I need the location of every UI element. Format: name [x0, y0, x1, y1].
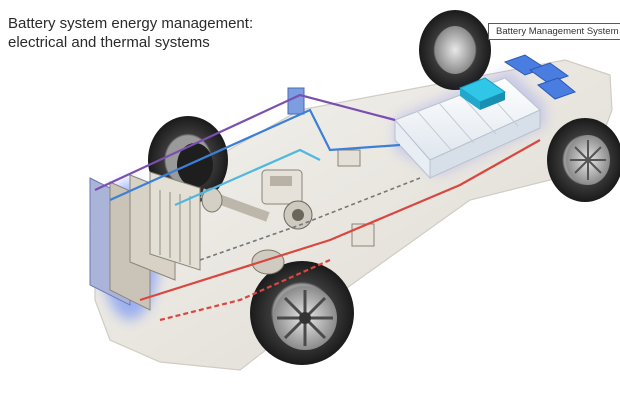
title-line-1: Battery system energy management: [8, 15, 254, 32]
title-line-2: electrical and thermal systems [8, 34, 210, 51]
motor-unit [200, 169, 313, 275]
junction-box [337, 149, 361, 167]
wheel-rear-top [419, 10, 491, 90]
red-line [139, 139, 541, 302]
control-module [351, 223, 375, 247]
wheel-front-bottom [250, 261, 354, 365]
pump-unit [287, 87, 305, 115]
cyan-line [174, 148, 321, 207]
blue-line [109, 108, 401, 202]
wheel-rear-right [547, 118, 620, 202]
gray-line [199, 177, 421, 261]
battery-pack [394, 54, 577, 180]
battery-management-label: Battery Management System [488, 23, 620, 40]
connection-lines [94, 93, 541, 322]
radiator-stack [89, 171, 201, 311]
purple-line [94, 93, 396, 191]
red-line-2 [159, 258, 331, 322]
diagram-title: Battery system energy management: electr… [8, 14, 253, 52]
